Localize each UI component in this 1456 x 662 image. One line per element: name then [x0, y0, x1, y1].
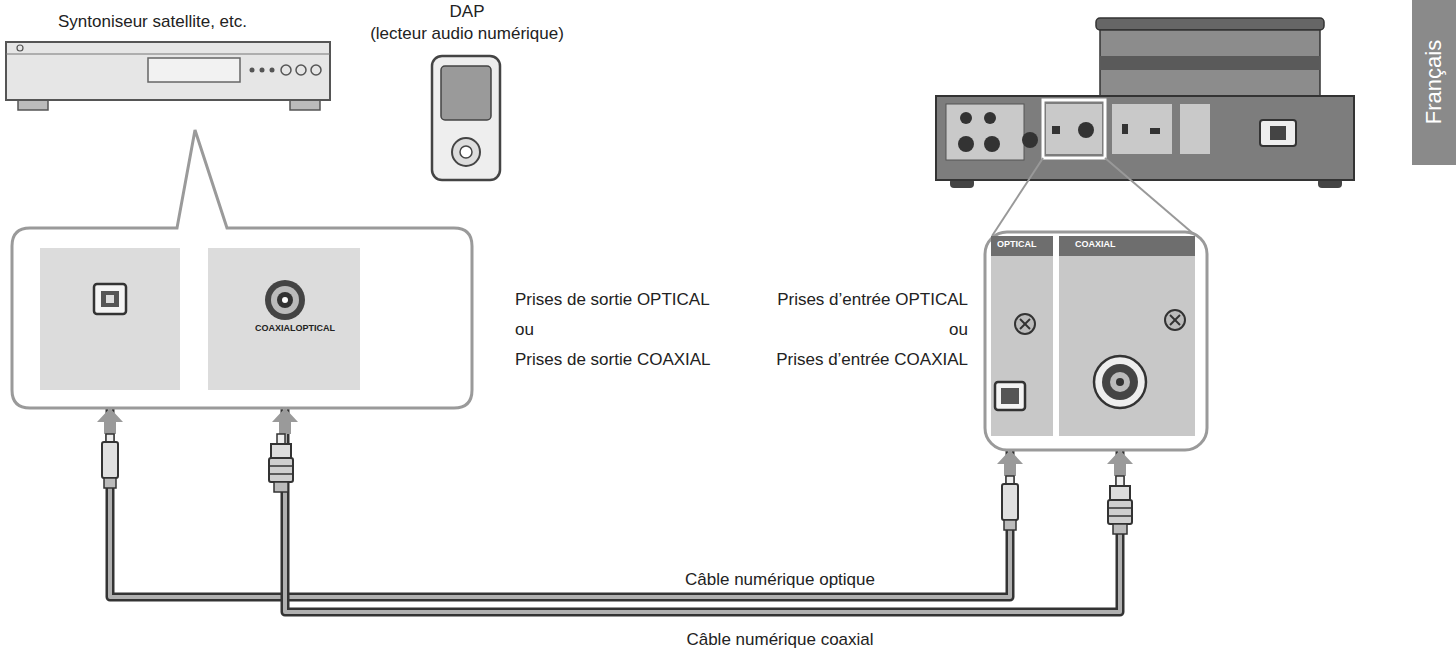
dap-illustration [432, 56, 500, 180]
language-tab-text: Français [1423, 40, 1445, 124]
arrowhead [97, 408, 123, 434]
label-text: ou [949, 320, 968, 340]
jack-name: COAXIALOPTICAL [255, 324, 335, 334]
cable-label: Câble numérique coaxial [682, 630, 877, 650]
cable-plugs [102, 434, 1132, 534]
output-jack-callout: COAXIALOPTICAL [12, 228, 472, 408]
label-text: DAP [450, 2, 485, 22]
jack-panel-drawing [985, 232, 1207, 450]
arrowhead [997, 450, 1023, 476]
device-illustration [936, 18, 1354, 236]
callout-outline [985, 232, 1207, 450]
input-jack-callout: OPTICAL COAXIAL [985, 232, 1207, 450]
jack-name: OPTICAL [997, 240, 1037, 250]
callout-outline [12, 130, 472, 408]
cable-label: Câble numérique optique [681, 570, 879, 590]
label-text: Prises de sortie OPTICAL [515, 290, 710, 310]
arrowhead [1107, 450, 1133, 476]
label-text: ou [515, 320, 534, 340]
label-text: (lecteur audio numérique) [370, 24, 564, 44]
label-text: Syntoniseur satellite, etc. [58, 12, 247, 32]
digital-cable [97, 408, 1023, 597]
jack-name: COAXIAL [1075, 240, 1116, 250]
label-text: Prises d’entrée OPTICAL [777, 290, 968, 310]
jack-panel-drawing [12, 228, 472, 408]
label-text: Prises de sortie COAXIAL [515, 350, 711, 370]
label-text: Prises d’entrée COAXIAL [776, 350, 968, 370]
tuner-illustration [6, 42, 330, 110]
arrowhead [272, 408, 298, 434]
